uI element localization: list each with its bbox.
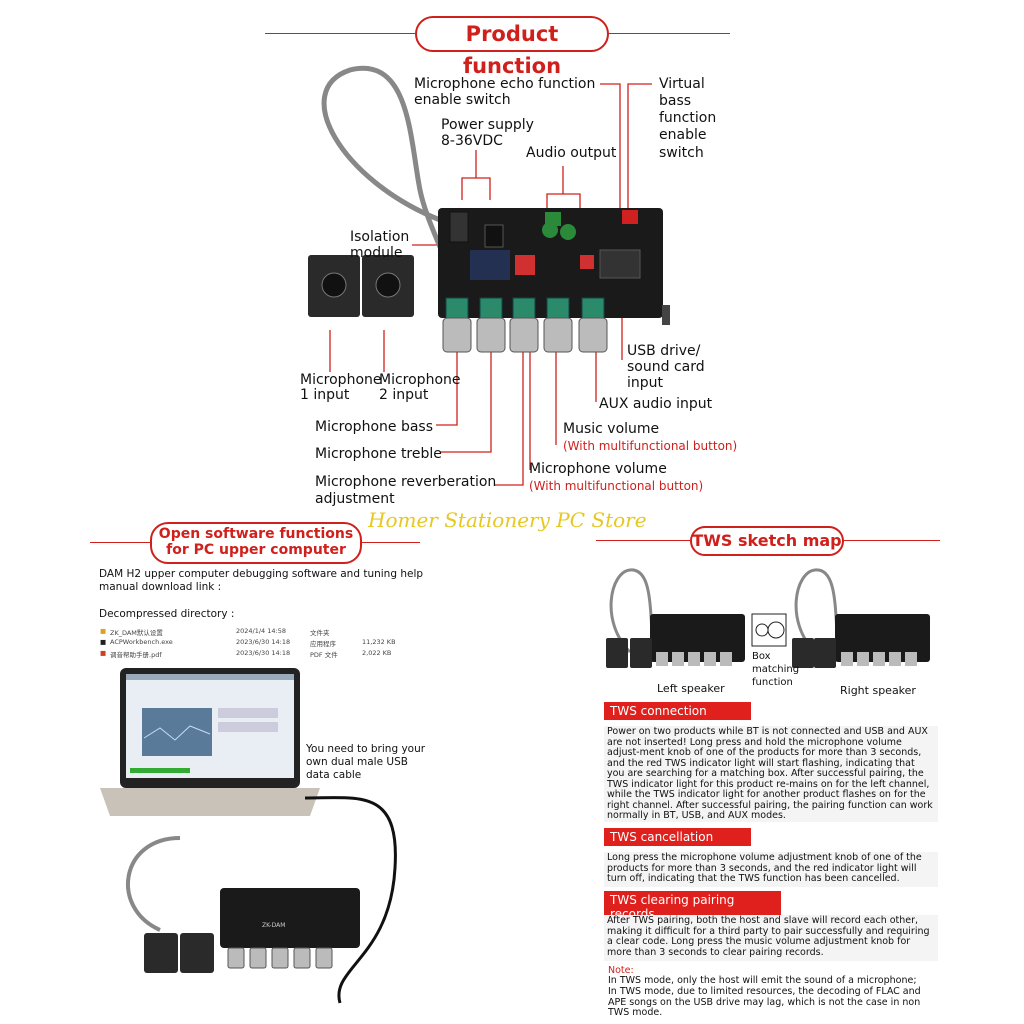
- exe-icon: ■: [100, 638, 107, 646]
- label-echo-switch-1: Microphone echo function: [414, 76, 596, 92]
- note-line-2: In TWS mode, due to limited resources, t…: [608, 986, 921, 1018]
- cable-note-3: data cable: [306, 769, 362, 781]
- file-type: PDF 文件: [310, 651, 338, 659]
- software-title-line1: Open software functions: [158, 526, 354, 542]
- file-type: 应用程序: [310, 640, 336, 648]
- label-bass-switch-4: enable: [659, 127, 707, 143]
- label-audio-output: Audio output: [526, 145, 617, 161]
- label-aux: AUX audio input: [599, 396, 713, 412]
- store-watermark: Homer Stationery PC Store: [368, 508, 647, 532]
- software-intro-2: manual download link :: [99, 581, 222, 593]
- label-mic2-1: Microphone: [379, 372, 461, 388]
- file-date: 2024/1/4 14:58: [236, 627, 286, 635]
- box-matching-3: function: [752, 677, 793, 688]
- label-power-2: 8-36VDC: [441, 133, 503, 149]
- note-title: Note:: [608, 965, 634, 976]
- label-mic-reverb-2: adjustment: [315, 491, 395, 507]
- tws-clearing-text: After TWS pairing, both the host and sla…: [604, 915, 938, 961]
- label-mic-volume: Microphone volume: [529, 461, 667, 477]
- tws-connection-text: Power on two products while BT is not co…: [604, 726, 938, 822]
- folder-icon: ■: [100, 627, 107, 635]
- label-mic1-2: 1 input: [300, 387, 350, 403]
- laptop-image: [100, 668, 430, 1018]
- label-mic2-2: 2 input: [379, 387, 429, 403]
- note-line-1: In TWS mode, only the host will emit the…: [608, 975, 917, 986]
- label-echo-switch-2: enable switch: [414, 92, 511, 108]
- decompressed-dir-label: Decompressed directory :: [99, 608, 235, 620]
- cable-note-2: own dual male USB: [306, 756, 408, 768]
- left-speaker-label: Left speaker: [657, 682, 725, 695]
- box-matching-2: matching: [752, 664, 800, 675]
- label-mic-volume-note: (With multifunctional button): [529, 479, 704, 493]
- file-name: ZK_DAM默认设置: [110, 629, 163, 637]
- amplifier-board-image: [300, 60, 672, 360]
- label-power-1: Power supply: [441, 117, 534, 133]
- label-mic-reverb-1: Microphone reverberation: [315, 474, 497, 490]
- product-function-title: Product function: [415, 16, 609, 78]
- pdf-icon: ■: [100, 649, 107, 657]
- right-speaker-label: Right speaker: [840, 684, 916, 697]
- label-bass-switch-5: switch: [659, 145, 704, 161]
- label-bass-switch-3: function: [659, 110, 717, 126]
- label-isolation-2: module: [350, 245, 403, 261]
- label-bass-switch-2: bass: [659, 93, 692, 109]
- file-date: 2023/6/30 14:18: [236, 649, 291, 657]
- label-mic-bass: Microphone bass: [315, 419, 433, 435]
- tws-cancellation-heading: TWS cancellation: [604, 828, 751, 846]
- software-intro-1: DAM H2 upper computer debugging software…: [99, 568, 424, 580]
- leader-lines: [329, 83, 652, 486]
- box-matching-1: Box: [752, 651, 771, 662]
- tws-cancellation-text: Long press the microphone volume adjustm…: [604, 852, 938, 887]
- file-size: 11,232 KB: [362, 638, 396, 646]
- label-mic1-1: Microphone: [300, 372, 382, 388]
- label-usb-3: input: [627, 375, 664, 391]
- file-type: 文件夹: [310, 629, 330, 637]
- tws-title: TWS sketch map: [690, 526, 844, 556]
- cable-note-1: You need to bring your: [306, 743, 426, 755]
- label-isolation-1: Isolation: [350, 229, 410, 245]
- label-usb-2: sound card: [627, 359, 705, 375]
- file-date: 2023/6/30 14:18: [236, 638, 291, 646]
- label-music-volume: Music volume: [563, 421, 660, 437]
- file-name: ACPWorkbench.exe: [110, 638, 173, 646]
- file-name: 调音帮助手册.pdf: [110, 651, 162, 659]
- board-model-label: ZK-DAM: [262, 922, 286, 929]
- label-music-volume-note: (With multifunctional button): [563, 439, 738, 453]
- software-title-line2: for PC upper computer: [166, 542, 346, 558]
- tws-connection-heading: TWS connection: [604, 702, 751, 720]
- label-mic-treble: Microphone treble: [315, 446, 442, 462]
- label-bass-switch-1: Virtual: [659, 76, 705, 92]
- file-size: 2,022 KB: [362, 649, 392, 657]
- label-usb-1: USB drive/: [627, 343, 701, 359]
- tws-speakers-image: [600, 562, 940, 682]
- software-title: Open software functions for PC upper com…: [150, 522, 362, 564]
